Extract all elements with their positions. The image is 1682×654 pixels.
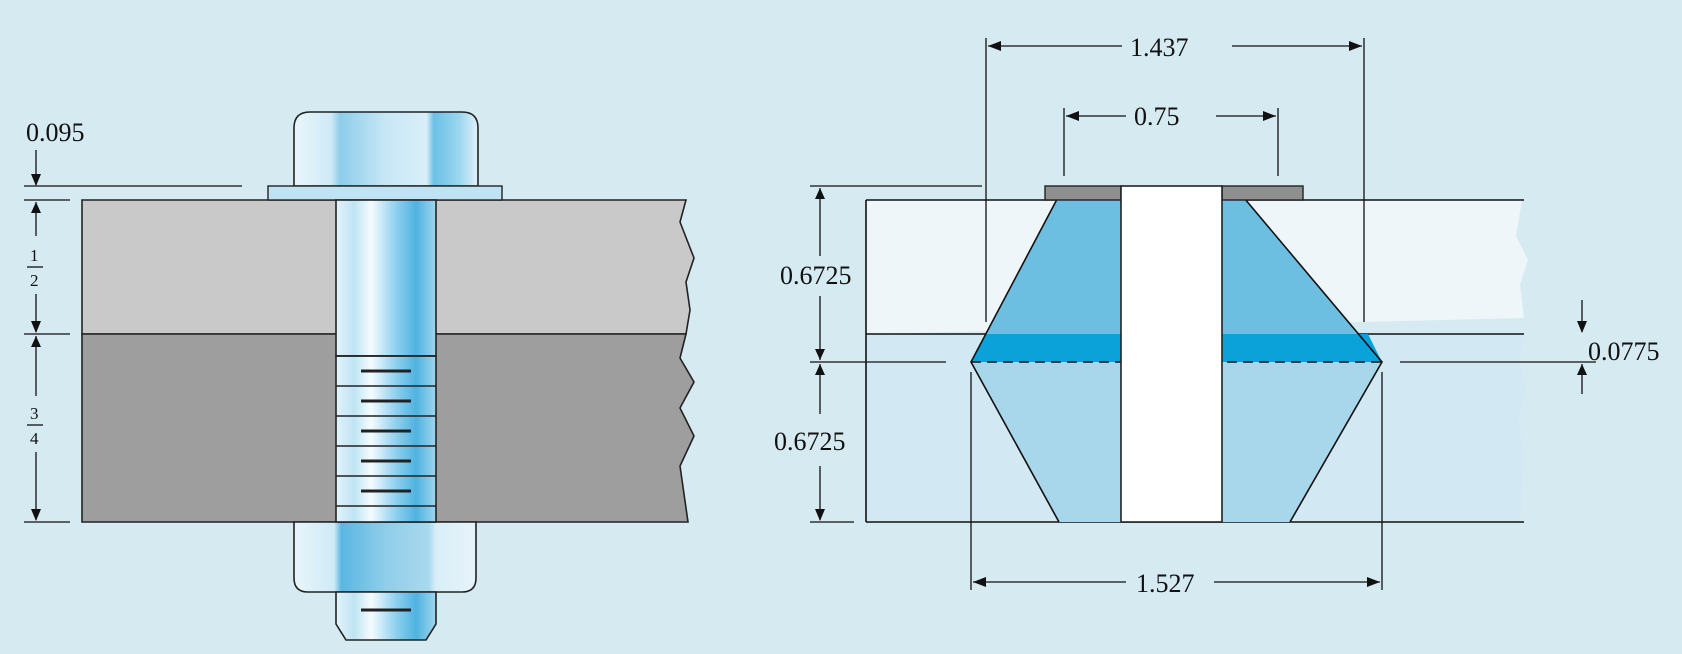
top-plate-thickness-dimension: 1 2 [24,202,70,335]
bolt-hole [1120,185,1223,523]
half-denominator: 2 [30,271,39,290]
left-washer [1044,185,1122,201]
right-frustum-diagram: 1.437 0.75 0.6725 0.6725 [774,33,1660,598]
bottom-plate-thickness-dimension: 3 4 [24,336,70,523]
thread-marks [336,355,436,507]
upper-height-dimension: 0.6725 [780,185,982,363]
washer-diameter-dimension: 0.75 [1063,102,1279,176]
three-quarter-denominator: 4 [30,429,39,448]
bottom-width-dimension: 1.527 [970,372,1383,598]
upper-height-label: 0.6725 [780,261,852,290]
lower-height-dimension: 0.6725 [774,364,854,523]
right-washer [1221,185,1304,201]
bottom-width-label: 1.527 [1136,569,1195,598]
top-width-label: 1.437 [1130,33,1189,62]
bolt-tip [335,591,437,641]
washer-diameter-label: 0.75 [1134,102,1180,131]
nut [293,521,477,593]
lower-height-label: 0.6725 [774,427,846,456]
washer-thickness-label: 0.095 [26,118,85,147]
washer-thickness-dimension: 0.095 [24,118,242,201]
frustum-offset-label: 0.0775 [1588,337,1660,366]
left-bolt-assembly: 0.095 1 2 3 4 [24,111,695,641]
bolt-head [293,111,479,187]
washer [267,185,503,201]
bolt-threads [335,355,437,523]
half-numerator: 1 [30,246,39,265]
bolt-shank [335,199,437,357]
three-quarter-numerator: 3 [30,404,39,423]
top-width-dimension: 1.437 [985,33,1365,322]
frustum-offset-dimension: 0.0775 [1400,300,1660,394]
